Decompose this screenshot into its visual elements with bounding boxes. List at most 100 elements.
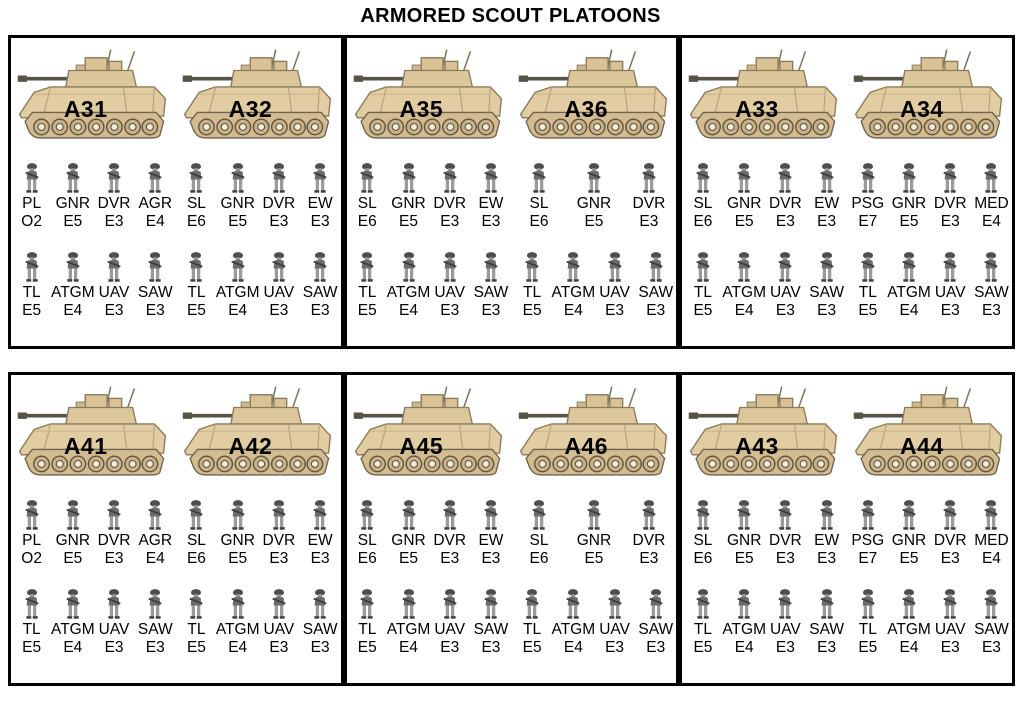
crew-rows: SL E6 GNR E5 [512, 148, 677, 320]
crew-role-label: SL [693, 532, 713, 549]
scout-vehicle-unit: A43 SL E6 [682, 375, 847, 683]
crew-member: ATGM E4 [722, 251, 766, 320]
crew-member: DVR E3 [930, 499, 971, 568]
vehicle-label: A43 [735, 433, 779, 459]
crew-rank-label: E3 [440, 550, 460, 567]
crew-role-label: ATGM [215, 284, 260, 301]
soldier-icon [562, 588, 584, 621]
crew-rank-label: E3 [440, 302, 460, 319]
crew-rows: PSG E7 GNR E5 [847, 485, 1012, 657]
crew-rank-label: E4 [145, 213, 165, 230]
soldier-icon [144, 499, 166, 532]
crew-member: SL E6 [512, 162, 567, 231]
vehicle-label: A41 [63, 433, 108, 459]
crew-member: SL E6 [682, 162, 723, 231]
soldier-icon [898, 499, 920, 532]
scout-vehicle-unit: A45 SL E6 [347, 375, 512, 683]
crew-rank-label: E5 [186, 639, 206, 656]
crew-role-label: EW [814, 532, 840, 549]
soldier-icon [62, 162, 84, 195]
crew-member: EW E3 [300, 162, 341, 231]
crew-role-label: GNR [220, 195, 255, 212]
crew-rank-label: E4 [734, 639, 754, 656]
crew-role-label: ATGM [887, 621, 931, 638]
soldier-icon [480, 588, 502, 621]
crew-role-label: ATGM [386, 621, 431, 638]
crew-member: EW E3 [300, 499, 341, 568]
crew-rank-label: E4 [63, 302, 83, 319]
soldier-icon [583, 499, 605, 532]
platoon-section-box: A31 PL O2 [8, 35, 344, 349]
soldier-icon [480, 162, 502, 195]
crew-member: DVR E3 [765, 499, 806, 568]
soldier-icon [227, 499, 249, 532]
crew-row: PL O2 GNR E5 [11, 499, 176, 568]
soldier-icon [21, 162, 43, 195]
crew-rank-label: E3 [269, 550, 289, 567]
crew-role-label: GNR [55, 532, 91, 549]
soldier-icon [21, 588, 43, 621]
soldier-icon [268, 588, 290, 621]
soldier-icon [733, 588, 755, 621]
crew-rank-label: O2 [21, 550, 42, 567]
crew-rank-label: E3 [646, 639, 666, 656]
soldier-icon [268, 162, 290, 195]
scout-vehicle-unit: A34 PSG E7 [847, 38, 1012, 346]
crew-rank-label: E5 [228, 550, 248, 567]
crew-role-label: UAV [770, 284, 801, 301]
crew-rank-label: E3 [940, 639, 960, 656]
crew-rank-label: E5 [357, 639, 377, 656]
crew-rank-label: E6 [529, 213, 549, 230]
crew-member: UAV E3 [258, 251, 299, 320]
crew-rows: PSG E7 GNR E5 [847, 148, 1012, 320]
soldier-icon [21, 251, 43, 284]
soldier-icon [521, 588, 543, 621]
soldier-icon [144, 588, 166, 621]
crew-role-label: SAW [809, 284, 844, 301]
crew-rank-label: E4 [228, 302, 248, 319]
platoon-section-box: A35 SL E6 [343, 35, 680, 349]
crew-role-label: ATGM [386, 284, 431, 301]
crew-role-label: SAW [638, 284, 674, 301]
soldier-icon [439, 588, 461, 621]
platoon-section-box: A43 SL E6 [679, 372, 1016, 686]
vehicle-label: A44 [900, 433, 944, 459]
crew-rows: PL O2 GNR E5 [11, 148, 176, 320]
soldier-icon [356, 251, 378, 284]
crew-member: ATGM E4 [386, 251, 431, 320]
crew-role-label: ATGM [722, 621, 766, 638]
crew-role-label: GNR [576, 532, 612, 549]
crew-role-label: DVR [433, 532, 467, 549]
ifv-vehicle-icon: A45 [352, 381, 507, 485]
soldier-icon [528, 499, 550, 532]
vehicle-label: A31 [63, 96, 108, 122]
crew-member: SAW E3 [806, 588, 847, 657]
soldier-icon [398, 162, 420, 195]
soldier-icon [309, 251, 331, 284]
crew-row: TL E5 ATGM E4 [682, 251, 847, 320]
crew-rank-label: E3 [310, 550, 330, 567]
soldier-icon [898, 251, 920, 284]
crew-rank-label: E4 [399, 302, 418, 319]
soldier-icon [103, 251, 125, 284]
crew-member: GNR E5 [52, 162, 93, 231]
crew-role-label: PSG [851, 195, 885, 212]
crew-rank-label: E6 [529, 550, 549, 567]
ifv-vehicle-icon: A43 [687, 381, 842, 485]
crew-member: UAV E3 [594, 588, 635, 657]
soldier-icon [583, 162, 605, 195]
crew-role-label: MED [974, 532, 1009, 549]
crew-member: PSG E7 [847, 162, 888, 231]
soldier-icon [185, 499, 207, 532]
crew-member: TL E5 [512, 251, 553, 320]
crew-rank-label: E4 [563, 639, 583, 656]
crew-member: UAV E3 [258, 588, 299, 657]
soldier-icon [692, 499, 714, 532]
crew-rank-label: E5 [63, 550, 83, 567]
soldier-icon [227, 162, 249, 195]
crew-row: SL E6 GNR E5 [682, 499, 847, 568]
crew-role-label: GNR [576, 195, 612, 212]
crew-role-label: DVR [632, 532, 666, 549]
ifv-vehicle-icon: A35 [352, 44, 507, 148]
crew-row: TL E5 ATGM E4 [347, 251, 512, 320]
